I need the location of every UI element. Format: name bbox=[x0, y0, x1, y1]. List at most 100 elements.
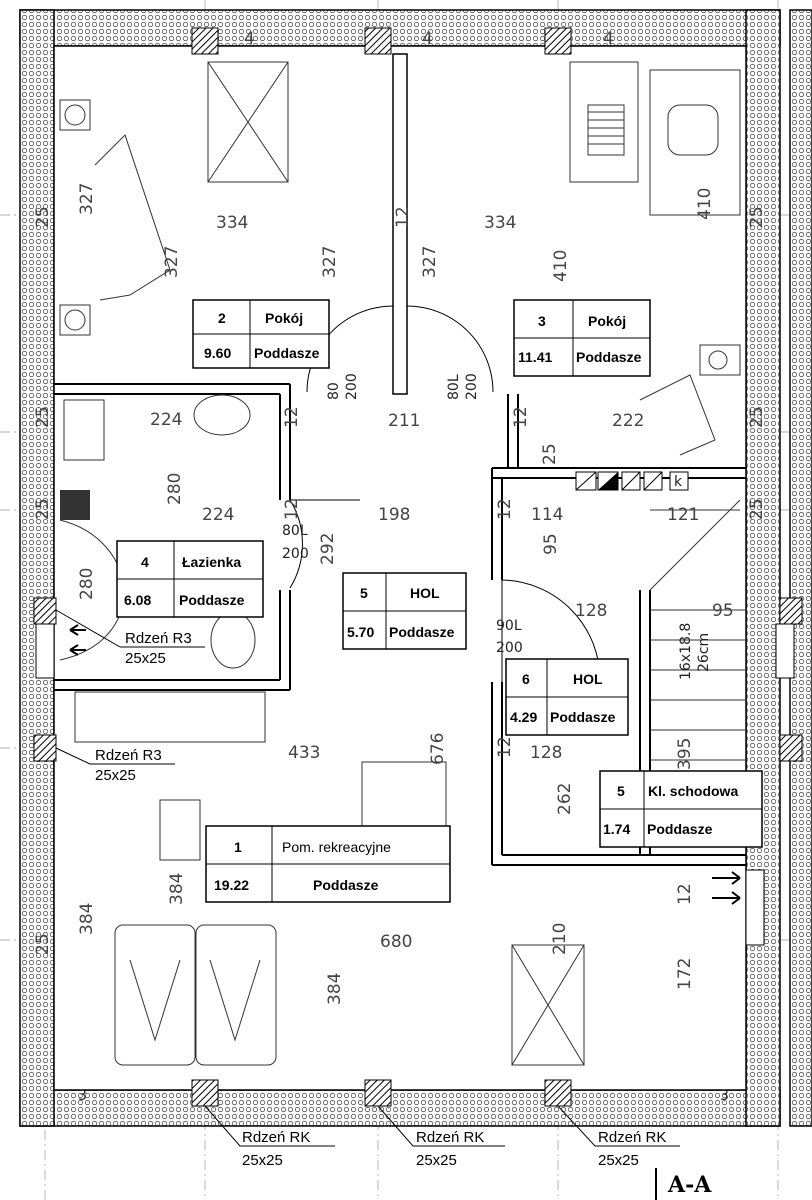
core-size-rk-3: 25x25 bbox=[598, 1152, 639, 1169]
dim-25-c: 25 bbox=[33, 498, 53, 520]
dim-128-bottom: 128 bbox=[530, 743, 562, 763]
room-stairs-number: 5 bbox=[617, 783, 625, 799]
dim-680: 680 bbox=[380, 932, 412, 952]
room-2-number: 2 bbox=[218, 310, 226, 326]
room-stairs-name: Kl. schodowa bbox=[648, 783, 738, 799]
dim-384-b: 384 bbox=[77, 903, 97, 935]
stairs-tread: 26cm bbox=[696, 633, 712, 672]
dim-128-top: 128 bbox=[575, 601, 607, 621]
room-5-number: 5 bbox=[360, 585, 368, 601]
room-table-3 bbox=[513, 299, 651, 377]
core-label-rk-1: Rdzeń RK bbox=[242, 1129, 310, 1146]
dim-4-b: 4 bbox=[422, 29, 433, 49]
dim-4-c: 4 bbox=[603, 29, 614, 49]
room-4-area: 6.08 bbox=[124, 592, 151, 608]
room-2-level: Poddasze bbox=[254, 345, 320, 361]
dim-222: 222 bbox=[612, 411, 644, 431]
room-4-level: Poddasze bbox=[179, 592, 245, 608]
dim-12-a: 12 bbox=[393, 206, 413, 228]
dim-25-h: 25 bbox=[540, 443, 560, 465]
core-size-rk-2: 25x25 bbox=[416, 1152, 457, 1169]
stairs-steps: 16x18.8 bbox=[678, 623, 694, 680]
room-5-level: Poddasze bbox=[389, 624, 455, 640]
doors bbox=[289, 305, 601, 682]
core-size-r3-a: 25x25 bbox=[125, 650, 166, 667]
dim-433: 433 bbox=[288, 743, 320, 763]
room-5-name: HOL bbox=[410, 585, 440, 601]
dim-114: 114 bbox=[531, 505, 563, 525]
room-table-2 bbox=[192, 299, 330, 369]
room-1-level: Poddasze bbox=[313, 877, 379, 893]
dim-676: 676 bbox=[428, 733, 448, 765]
dim-327-b: 327 bbox=[162, 246, 182, 278]
section-mark: A-A bbox=[667, 1172, 712, 1198]
dim-384-a: 384 bbox=[167, 873, 187, 905]
dim-25-g: 25 bbox=[747, 498, 767, 520]
core-size-r3-b: 25x25 bbox=[95, 767, 136, 784]
dim-292: 292 bbox=[318, 533, 338, 565]
dim-410-a: 410 bbox=[551, 250, 571, 282]
room-stairs-level: Poddasze bbox=[647, 821, 713, 837]
dim-12-d: 12 bbox=[282, 498, 302, 520]
room-5-area: 5.70 bbox=[347, 624, 374, 640]
dim-172: 172 bbox=[675, 958, 695, 990]
dim-280-a: 280 bbox=[165, 473, 185, 505]
room-stairs-area: 1.74 bbox=[603, 821, 630, 837]
dim-262: 262 bbox=[555, 783, 575, 815]
dim-327-d: 327 bbox=[420, 246, 440, 278]
room-table-5-hol bbox=[342, 572, 467, 650]
room-6-level: Poddasze bbox=[550, 709, 616, 725]
dim-12-f: 12 bbox=[495, 736, 515, 758]
room-6-area: 4.29 bbox=[510, 709, 537, 725]
room-6-name: HOL bbox=[573, 671, 603, 687]
dim-280-b: 280 bbox=[77, 568, 97, 600]
dim-121: 121 bbox=[667, 505, 699, 525]
dim-395: 395 bbox=[675, 738, 695, 770]
dim-327-c: 327 bbox=[320, 246, 340, 278]
dim-25-f: 25 bbox=[747, 406, 767, 428]
room-1-area: 19.22 bbox=[214, 877, 249, 893]
door-label-1-h: 200 bbox=[282, 546, 309, 562]
room-3-level: Poddasze bbox=[576, 349, 642, 365]
door-label-2-h: 200 bbox=[496, 640, 523, 656]
core-label-r3-a: Rdzeń R3 bbox=[125, 630, 192, 647]
door-label-2: 90L bbox=[496, 618, 522, 634]
room-table-1 bbox=[205, 825, 451, 903]
dim-95-right: 95 bbox=[712, 601, 734, 621]
room-table-5-stairs bbox=[599, 770, 763, 848]
dim-95: 95 bbox=[541, 533, 561, 555]
dim-327-a: 327 bbox=[77, 183, 97, 215]
dim-3-a: 3 bbox=[78, 1088, 87, 1104]
dim-334-left: 334 bbox=[216, 213, 248, 233]
dim-25-d: 25 bbox=[33, 933, 53, 955]
room-4-number: 4 bbox=[141, 554, 149, 570]
door-label-1: 80L bbox=[282, 523, 308, 539]
dim-25-a: 25 bbox=[33, 206, 53, 228]
core-label-rk-3: Rdzeń RK bbox=[598, 1129, 666, 1146]
dim-334-right: 334 bbox=[484, 213, 516, 233]
dim-224-bottom: 224 bbox=[202, 505, 234, 525]
room-3-name: Pokój bbox=[588, 313, 626, 329]
vent-icons bbox=[35, 471, 795, 946]
dim-25-b: 25 bbox=[33, 406, 53, 428]
room-4-name: Łazienka bbox=[182, 554, 241, 570]
dim-211: 211 bbox=[388, 411, 420, 431]
dim-384-c: 384 bbox=[325, 973, 345, 1005]
door-label-3: 80 bbox=[326, 382, 342, 400]
vent-mark-k: k bbox=[674, 474, 683, 490]
dimensions: 334 334 224 224 211 222 198 114 121 128 … bbox=[33, 29, 767, 1104]
dim-3-b: 3 bbox=[720, 1088, 729, 1104]
room-3-number: 3 bbox=[538, 313, 546, 329]
dim-210: 210 bbox=[550, 923, 570, 955]
core-size-rk-1: 25x25 bbox=[242, 1152, 283, 1169]
core-label-rk-2: Rdzeń RK bbox=[416, 1129, 484, 1146]
room-1-name: Pom. rekreacyjne bbox=[282, 839, 391, 855]
room-3-area: 11.41 bbox=[518, 349, 552, 365]
room-table-4 bbox=[116, 540, 264, 618]
furniture bbox=[59, 61, 746, 1066]
dim-25-e: 25 bbox=[747, 206, 767, 228]
dim-12-c: 12 bbox=[511, 406, 531, 428]
door-label-3-h: 200 bbox=[344, 373, 360, 400]
room-6-number: 6 bbox=[522, 671, 530, 687]
